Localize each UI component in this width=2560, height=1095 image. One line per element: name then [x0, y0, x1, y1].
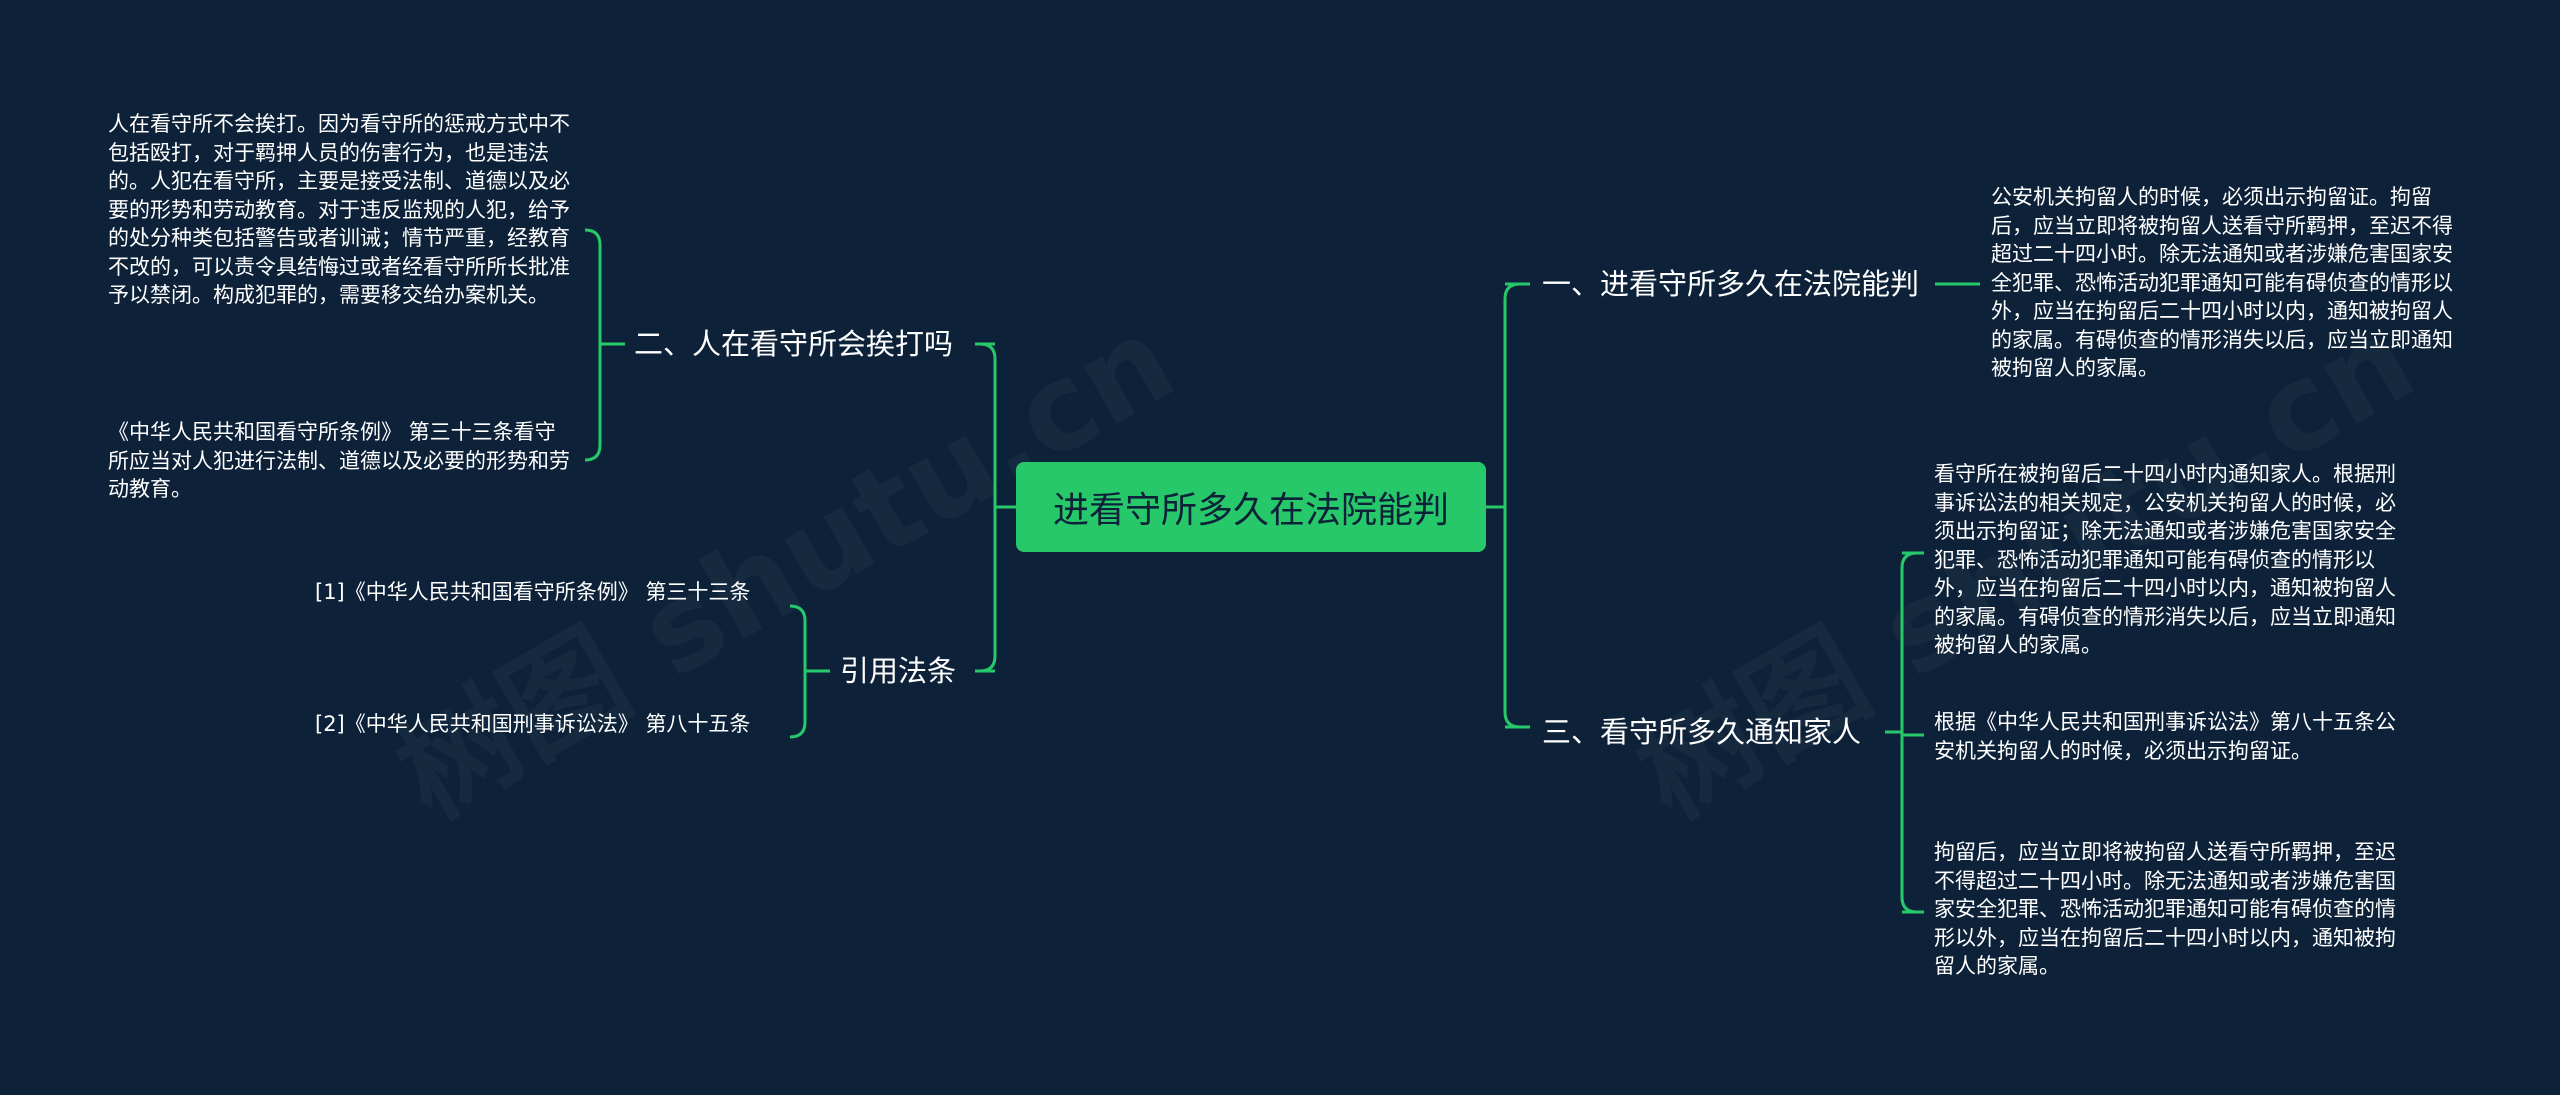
- b2-leaf-bracket: [1900, 551, 1918, 914]
- leaf-b4-2: [2]《中华人民共和国刑事诉讼法》 第八十五条: [315, 712, 751, 736]
- right-branch-bracket: [1503, 282, 1521, 729]
- branch-topic-2[interactable]: 二、人在看守所会挨打吗: [634, 327, 954, 361]
- b3-leaf-bracket: [584, 228, 602, 462]
- leaf-b2-2: 根据《中华人民共和国刑事诉讼法》第八十五条公安机关拘留人的时候，必须出示拘留证。: [1934, 710, 2396, 763]
- branch-cited-laws[interactable]: 引用法条: [840, 654, 957, 688]
- leaf-b1-1: 公安机关拘留人的时候，必须出示拘留证。拘留后，应当立即将被拘留人送看守所羁押，至…: [1991, 185, 2453, 380]
- branch-topic-1[interactable]: 一、进看守所多久在法院能判: [1542, 267, 1920, 301]
- leaf-b4-1: [1]《中华人民共和国看守所条例》 第三十三条: [315, 580, 751, 604]
- leaf-b3-2: 《中华人民共和国看守所条例》 第三十三条看守所应当对人犯进行法制、道德以及必要的…: [108, 420, 570, 501]
- leaf-b2-3: 拘留后，应当立即将被拘留人送看守所羁押，至迟不得超过二十四小时。除无法通知或者涉…: [1934, 840, 2396, 978]
- leaf-b3-1: 人在看守所不会挨打。因为看守所的惩戒方式中不包括殴打，对于羁押人员的伤害行为，也…: [108, 112, 570, 307]
- branch-topic-3[interactable]: 三、看守所多久通知家人: [1542, 715, 1862, 749]
- root-topic[interactable]: 进看守所多久在法院能判: [1016, 462, 1486, 552]
- leaf-b2-1: 看守所在被拘留后二十四小时内通知家人。根据刑事诉讼法的相关规定，公安机关拘留人的…: [1934, 462, 2396, 657]
- left-branch-bracket: [979, 342, 997, 673]
- b4-leaf-bracket: [789, 604, 807, 739]
